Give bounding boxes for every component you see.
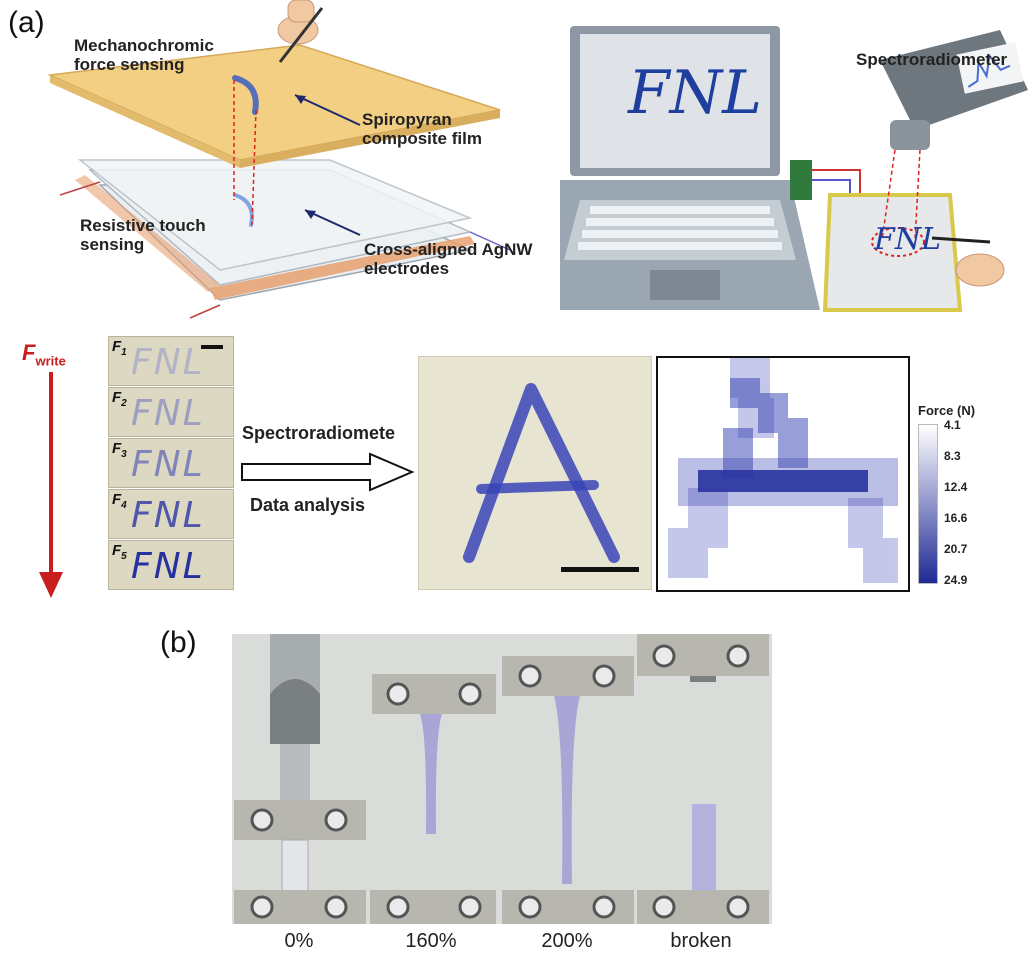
laptop-setup-diagram xyxy=(560,26,1028,312)
strip-f4: F4 FNL xyxy=(108,489,234,539)
colorbar-tick: 20.7 xyxy=(944,542,968,556)
fwrite-main: F xyxy=(22,340,36,365)
force-increase-arrow xyxy=(39,372,63,598)
strain-label-200: 200% xyxy=(541,930,593,952)
colorbar-tick: 12.4 xyxy=(944,480,968,494)
data-analysis-label: Data analysis xyxy=(250,495,366,515)
strain-label-160: 160% xyxy=(405,930,457,952)
colorbar-tick: 16.6 xyxy=(944,511,968,525)
hand-pen-icon-right xyxy=(931,236,1005,287)
colorbar xyxy=(918,424,938,584)
colorbar-title: Force (N) xyxy=(918,403,976,418)
scale-bar xyxy=(561,567,639,572)
strain-label-broken: broken xyxy=(670,930,732,952)
process-arrow xyxy=(241,452,415,492)
agnw-label: Cross-aligned AgNW electrodes xyxy=(364,240,533,278)
letter-a-photo: A xyxy=(418,356,652,590)
hand-pen-icon xyxy=(277,0,324,63)
strip-f5: F5 FNL xyxy=(108,540,234,590)
colorbar-tick: 8.3 xyxy=(944,449,961,463)
panel-b-label: (b) xyxy=(160,626,197,659)
spectroradiometer-mid-label: Spectroradiomete xyxy=(242,423,396,443)
strip-text: FNL xyxy=(131,393,205,434)
fwrite-label: Fwrite xyxy=(22,340,66,368)
layered-sensor-diagram xyxy=(47,0,511,319)
fwrite-sub: write xyxy=(35,353,66,369)
force-map xyxy=(656,356,910,592)
force-map-heat xyxy=(668,358,898,583)
panel-a-label: (a) xyxy=(8,6,45,39)
strip-f2: F2 FNL xyxy=(108,387,234,437)
strip-text: FNL xyxy=(131,342,205,383)
mechanochromic-label: Mechanochromic force sensing xyxy=(74,36,214,74)
resistive-label: Resistive touch sensing xyxy=(80,216,206,254)
strip-f1: F1 FNL xyxy=(108,336,234,386)
spectroradiometer-label: Spectroradiometer xyxy=(856,50,1008,69)
tensile-test-photo xyxy=(232,634,772,924)
colorbar-tick: 24.9 xyxy=(944,573,968,587)
spiropyran-label: Spiropyran composite film xyxy=(362,110,482,148)
strip-text: FNL xyxy=(131,546,205,587)
strip-text: FNL xyxy=(131,495,205,536)
scale-bar xyxy=(201,345,223,349)
strip-text: FNL xyxy=(131,444,205,485)
tensile-test-drawing xyxy=(234,634,769,924)
touchpad-text: FNL xyxy=(874,222,941,257)
strip-f3: F3 FNL xyxy=(108,438,234,488)
laptop-screen-text: FNL xyxy=(628,58,762,128)
strain-label-0: 0% xyxy=(284,930,314,952)
colorbar-tick: 4.1 xyxy=(944,418,961,432)
letter-a-strokes xyxy=(463,383,620,563)
